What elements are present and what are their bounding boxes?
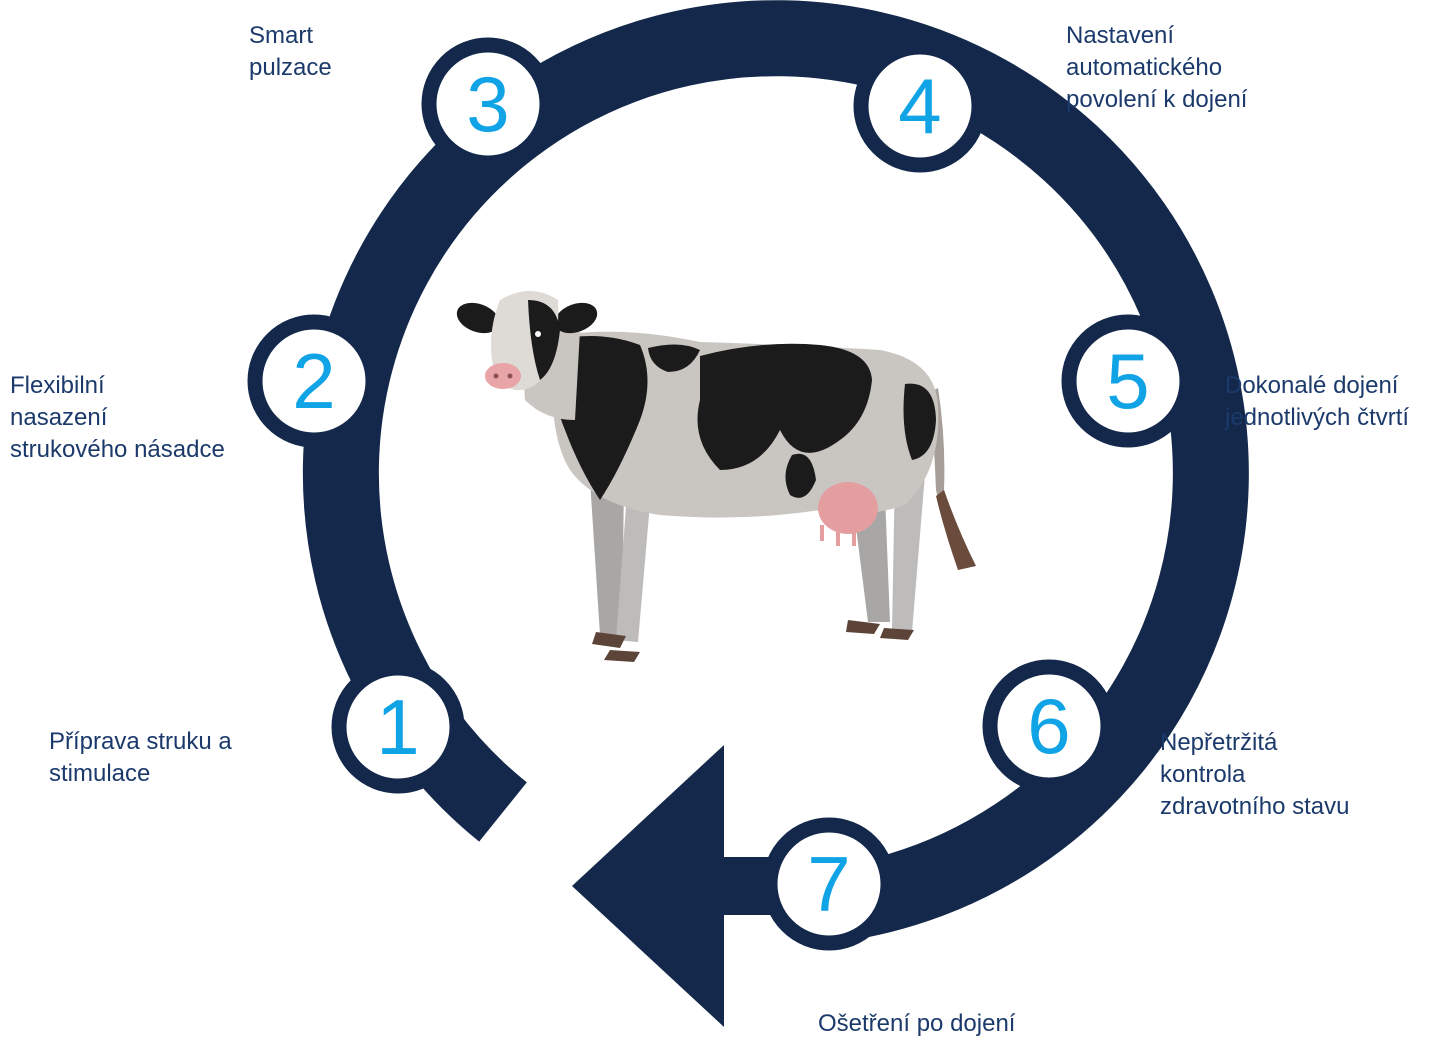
holstein-cow-icon bbox=[456, 291, 976, 662]
step-number-1: 1 bbox=[376, 683, 419, 771]
step-node-6: 6 bbox=[982, 659, 1116, 793]
step-node-4: 4 bbox=[853, 39, 987, 173]
step-number-6: 6 bbox=[1027, 682, 1070, 770]
cycle-arrow-head bbox=[572, 745, 724, 1027]
step-number-7: 7 bbox=[807, 840, 850, 928]
step-node-7: 7 bbox=[762, 817, 896, 951]
step-label-7: Ošetření po dojení bbox=[818, 1010, 1016, 1037]
step-label-5: Dokonalé dojení jednotlivých čtvrtí bbox=[1225, 372, 1410, 431]
step-number-2: 2 bbox=[292, 337, 335, 425]
step-label-2: Flexibilní nasazení strukového násadce bbox=[10, 372, 225, 463]
step-label-1: Příprava struku a stimulace bbox=[49, 728, 232, 787]
step-node-5: 5 bbox=[1061, 314, 1195, 448]
step-number-3: 3 bbox=[466, 60, 509, 148]
step-label-3: Smart pulzace bbox=[249, 22, 332, 81]
step-label-4: Nastavení automatického povolení k dojen… bbox=[1066, 22, 1248, 113]
step-node-1: 1 bbox=[331, 660, 465, 794]
step-node-2: 2 bbox=[247, 314, 381, 448]
step-number-4: 4 bbox=[898, 62, 941, 150]
step-node-3: 3 bbox=[421, 37, 555, 171]
step-number-5: 5 bbox=[1106, 337, 1149, 425]
step-label-6: Nepřetržitá kontrola zdravotního stavu bbox=[1160, 729, 1350, 820]
